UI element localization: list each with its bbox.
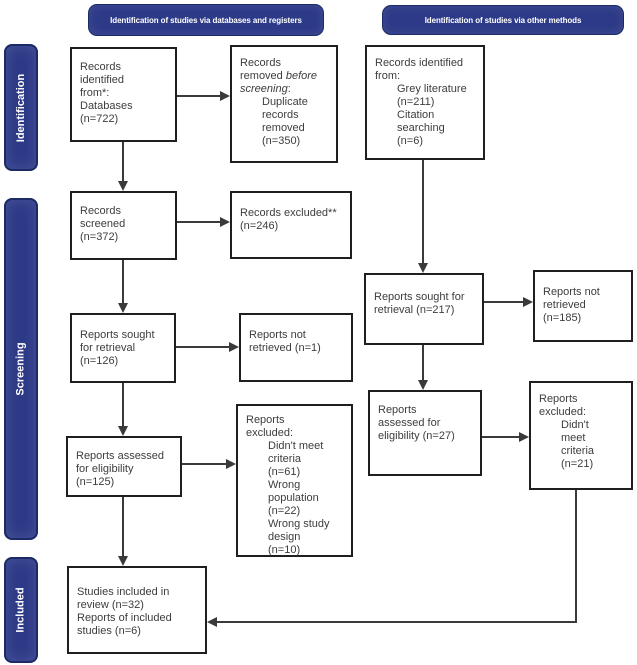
arrow-assessed-to-excluded-other-head-icon [519, 432, 529, 442]
stage-label-screening: Screening [15, 342, 27, 396]
arrow-screened-to-sought-line [122, 260, 124, 304]
arrow-assessed-to-included-line [122, 497, 124, 557]
box-list-item: Didn't meet criteria (n=61) Wrong popula… [268, 440, 330, 556]
arrow-sought-to-notretrieved-db-line [176, 346, 230, 348]
box-list-item: Duplicate records removed (n=350) [262, 96, 308, 147]
box-text: Reports assessed for eligibility (n=27) [378, 404, 455, 442]
header-databases-label: Identification of studies via databases … [110, 15, 302, 25]
box-text: Reports not retrieved (n=1) [249, 329, 321, 354]
arrow-sought-to-notretrieved-db-head-icon [229, 342, 239, 352]
box-text: Records removed before screening: [240, 57, 318, 95]
box-reports-excluded-databases: Reports excluded: Didn't meet criteria (… [236, 404, 353, 557]
box-reports-not-retrieved-databases: Reports not retrieved (n=1) [239, 313, 353, 382]
box-text: Reports sought for retrieval (n=126) [80, 329, 155, 367]
arrow-sought-to-assessed-other-head-icon [418, 380, 428, 390]
arrow-assessed-to-excluded-db-line [182, 463, 227, 465]
stage-label-identification: Identification [15, 73, 28, 142]
arrow-sought-to-assessed-db-line [122, 383, 124, 427]
box-records-identified-databases: Records identified from*: Databases (n=7… [70, 47, 177, 142]
stage-bar-identification: Identification [4, 44, 38, 171]
arrow-sought-to-assessed-db-head-icon [118, 426, 128, 436]
box-reports-sought-other: Reports sought for retrieval (n=217) [364, 273, 484, 345]
box-text: Reports excluded: [246, 414, 294, 439]
stage-bar-screening: Screening [4, 198, 38, 540]
box-text: Records identified from*: Databases (n=7… [80, 61, 133, 125]
arrow-identified-to-screened-line [122, 142, 124, 182]
box-text: Reports assessed for eligibility (n=125) [76, 450, 165, 488]
connector-other-to-included-head-icon [207, 617, 217, 627]
connector-other-to-included-horizontal-line [216, 621, 577, 623]
box-text: Studies included in review (n=32) Report… [77, 586, 172, 637]
stage-label-included: Included [15, 587, 28, 633]
arrow-assessed-to-excluded-other-line [482, 436, 520, 438]
arrow-assessed-to-excluded-db-head-icon [226, 459, 236, 469]
arrow-sought-to-notretrieved-other-head-icon [523, 297, 533, 307]
box-reports-not-retrieved-other: Reports not retrieved (n=185) [533, 270, 633, 342]
arrow-identified-to-removed-head-icon [220, 91, 230, 101]
box-records-screened: Records screened (n=372) [70, 191, 177, 260]
box-text: Reports excluded: [539, 393, 587, 418]
box-studies-included: Studies included in review (n=32) Report… [67, 566, 207, 654]
box-reports-sought-databases: Reports sought for retrieval (n=126) [70, 313, 176, 383]
box-text: Records excluded** (n=246) [240, 207, 337, 232]
arrow-screened-to-sought-head-icon [118, 303, 128, 313]
arrow-identified-to-sought-other-head-icon [418, 263, 428, 273]
header-other-methods: Identification of studies via other meth… [382, 5, 624, 35]
box-records-removed-before-screening: Records removed before screening: Duplic… [230, 45, 338, 163]
box-records-excluded: Records excluded** (n=246) [230, 191, 352, 259]
arrow-assessed-to-included-head-icon [118, 556, 128, 566]
header-databases-registers: Identification of studies via databases … [88, 4, 324, 36]
box-reports-excluded-other: Reports excluded: Didn't meet criteria (… [529, 381, 633, 490]
box-reports-assessed-other: Reports assessed for eligibility (n=27) [368, 390, 482, 476]
box-records-identified-other: Records identified from: Grey literature… [365, 45, 485, 160]
arrow-identified-to-screened-head-icon [118, 181, 128, 191]
box-reports-assessed-databases: Reports assessed for eligibility (n=125) [66, 436, 182, 497]
box-text: Records identified from: [375, 57, 464, 82]
header-other-label: Identification of studies via other meth… [424, 15, 582, 25]
box-text: Reports not retrieved (n=185) [543, 286, 600, 324]
arrow-screened-to-excluded-head-icon [220, 217, 230, 227]
box-text: Records screened (n=372) [80, 205, 126, 243]
arrow-screened-to-excluded-line [177, 221, 221, 223]
box-text: Reports sought for retrieval (n=217) [374, 291, 465, 316]
arrow-sought-to-assessed-other-line [422, 345, 424, 381]
arrow-sought-to-notretrieved-other-line [484, 301, 524, 303]
stage-bar-included: Included [4, 557, 38, 663]
arrow-identified-to-removed-line [177, 95, 221, 97]
arrow-identified-to-sought-other-line [422, 160, 424, 264]
box-list-item: Grey literature (n=211) Citation searchi… [397, 83, 467, 147]
connector-other-to-included-vertical-line [575, 490, 577, 622]
box-list-item: Didn't meet criteria (n=21) [561, 419, 595, 470]
